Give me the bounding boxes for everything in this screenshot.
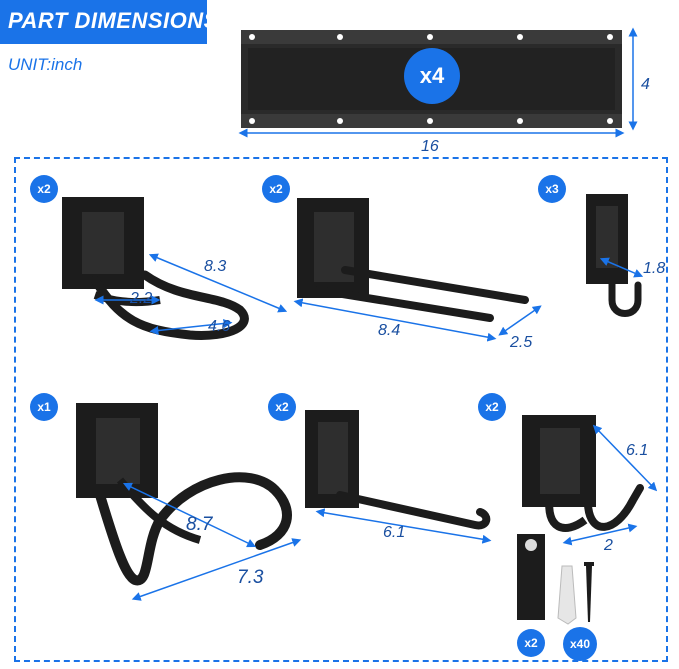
rail-height-label: 4: [641, 76, 650, 93]
hook5-dim-length: 6.1: [383, 524, 406, 541]
wall-rail: [241, 30, 622, 128]
hook4-dim-height: 8.7: [186, 514, 213, 535]
hook4-quantity-badge: x1: [30, 393, 58, 421]
screw-quantity-badge: x40: [563, 627, 597, 661]
hook5-quantity-badge: x2: [268, 393, 296, 421]
wall-anchor: [557, 565, 577, 625]
screw-icon: [584, 562, 594, 622]
hook6-dim-length: 6.1: [626, 442, 649, 459]
mounting-plate: [517, 534, 545, 620]
hook3-quantity-badge: x3: [538, 175, 566, 203]
hook4-dim-length: 7.3: [237, 567, 264, 588]
rail-length-label: 16: [421, 138, 439, 155]
hook2-dim-width: 2.5: [510, 334, 533, 351]
double-u-hook: [62, 197, 249, 340]
hook2-quantity-badge: x2: [262, 175, 290, 203]
hook2-dim-length: 8.4: [378, 322, 401, 339]
hook3-dim-depth: 1.8: [643, 260, 666, 277]
hook6-dim-width: 2: [604, 537, 613, 554]
hook1-dim-width: 4.6: [208, 318, 231, 335]
page-title: PART DIMENSIONS: [8, 8, 219, 33]
hook1-dim-inner: 2.2: [130, 290, 153, 307]
plate-quantity-badge: x2: [517, 629, 545, 657]
hook6-quantity-badge: x2: [478, 393, 506, 421]
hooks-container: [14, 157, 668, 662]
long-double-prong-hook: [297, 198, 529, 322]
hook1-dim-length: 8.3: [204, 258, 227, 275]
title-banner: [0, 0, 207, 44]
rail-quantity-badge: x4: [404, 48, 460, 104]
hook1-quantity-badge: x2: [30, 175, 58, 203]
unit-label: UNIT:inch: [8, 55, 83, 74]
